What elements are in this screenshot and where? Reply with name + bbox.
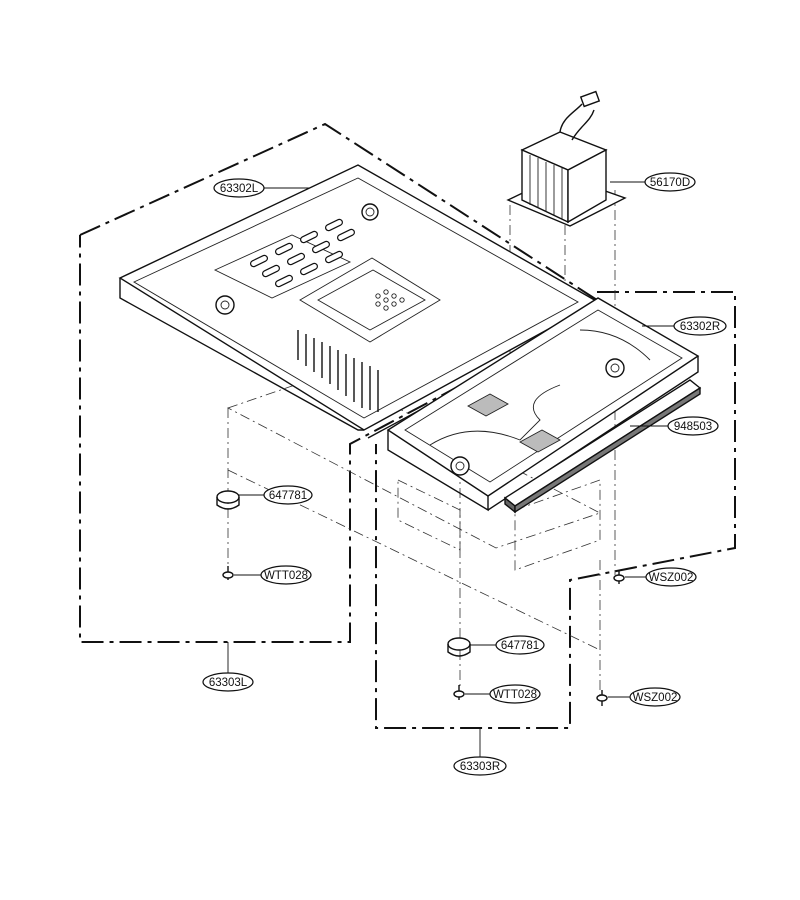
foot-left: [216, 490, 240, 510]
label-screw-right-side: WSZ002: [629, 687, 681, 707]
label-screw-right-upper: WSZ002: [645, 567, 697, 587]
label-foot-right: 647781: [495, 635, 545, 655]
label-strip: 948503: [667, 416, 719, 436]
assembly-boundary-right: [375, 291, 736, 729]
label-assembly-right: 63303R: [453, 756, 507, 776]
svg-text:63303L: 63303L: [209, 677, 248, 689]
dimple-pattern: [375, 289, 405, 311]
label-base-plate-right: 63302R: [673, 316, 727, 336]
vent-grid-upper: [467, 393, 509, 417]
screw-right-side: [596, 690, 608, 706]
strip-part: [503, 379, 702, 514]
label-base-plate-left: 63302L: [213, 178, 265, 198]
svg-text:63302L: 63302L: [220, 183, 259, 195]
side-louvres: [297, 330, 379, 412]
svg-text:WSZ002: WSZ002: [649, 572, 694, 584]
foot-right: [447, 637, 471, 657]
vent-slots: [250, 218, 355, 288]
leader-lines: [227, 181, 674, 758]
svg-text:647781: 647781: [501, 640, 539, 652]
transformer: [506, 90, 627, 227]
label-screw-left: WTT028: [260, 565, 312, 585]
label-foot-left: 647781: [263, 485, 313, 505]
label-assembly-left: 63303L: [202, 672, 254, 692]
svg-text:WTT028: WTT028: [493, 689, 537, 701]
svg-text:WSZ002: WSZ002: [633, 692, 678, 704]
svg-text:948503: 948503: [674, 421, 712, 433]
label-transformer: 56170D: [644, 172, 696, 192]
screw-right-lower: [453, 685, 465, 700]
svg-text:63302R: 63302R: [680, 321, 720, 333]
screw-left: [222, 566, 234, 580]
screw-right-upper: [613, 570, 625, 584]
vent-grid-lower: [519, 429, 561, 453]
assembly-boundary-left: [79, 122, 598, 643]
svg-text:56170D: 56170D: [650, 177, 690, 189]
svg-text:647781: 647781: [269, 490, 307, 502]
label-screw-right-lower: WTT028: [489, 684, 541, 704]
base-plate-right: [386, 297, 700, 512]
svg-text:63303R: 63303R: [460, 761, 500, 773]
svg-text:WTT028: WTT028: [264, 570, 308, 582]
